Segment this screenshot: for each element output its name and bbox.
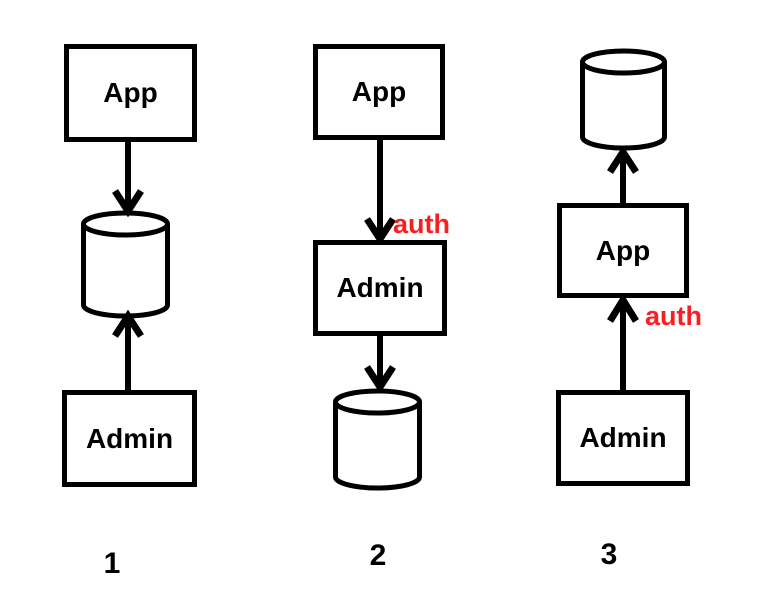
app-node-3: App bbox=[557, 203, 689, 298]
database-icon-3 bbox=[580, 48, 667, 151]
cylinder-top bbox=[580, 48, 667, 76]
diagram-number-1: 1 bbox=[103, 547, 121, 580]
cylinder-body bbox=[333, 402, 422, 491]
app-node-label: App bbox=[351, 76, 407, 107]
database-icon-2 bbox=[333, 388, 422, 491]
diagram-number-2: 2 bbox=[369, 539, 387, 572]
auth-label-3: auth bbox=[645, 301, 702, 331]
app-node-2: App bbox=[313, 44, 445, 140]
admin-node-3: Admin bbox=[556, 390, 690, 486]
diagram-number-3: 3 bbox=[600, 538, 618, 571]
app-node-1: App bbox=[64, 44, 197, 142]
cylinder-body bbox=[81, 224, 170, 319]
admin-node-1: Admin bbox=[62, 390, 197, 487]
database-icon-1 bbox=[81, 210, 170, 319]
admin-node-label: Admin bbox=[579, 422, 667, 453]
arrow-admin-to-db-2 bbox=[364, 336, 396, 394]
arrowhead-up-icon bbox=[607, 293, 639, 323]
arrow-app-to-admin-2 bbox=[364, 140, 396, 246]
arrowhead-down-icon bbox=[364, 365, 396, 394]
arrow-admin-to-app-3 bbox=[607, 293, 639, 390]
arrow-app-to-db-1 bbox=[112, 142, 144, 218]
arrowhead-down-icon bbox=[364, 217, 396, 246]
admin-node-label: Admin bbox=[85, 422, 174, 454]
arrowhead-up-icon bbox=[112, 309, 144, 338]
admin-node-label: Admin bbox=[336, 272, 424, 303]
cylinder-top bbox=[81, 210, 170, 238]
auth-label-2: auth bbox=[393, 209, 450, 239]
cylinder-top bbox=[333, 388, 422, 416]
app-node-label: App bbox=[103, 77, 158, 108]
arrow-admin-to-db-1 bbox=[112, 309, 144, 390]
arrowhead-up-icon bbox=[607, 145, 639, 174]
admin-node-2: Admin bbox=[313, 240, 447, 336]
app-node-label: App bbox=[595, 234, 651, 266]
arrow-app-to-db-3 bbox=[607, 145, 639, 203]
